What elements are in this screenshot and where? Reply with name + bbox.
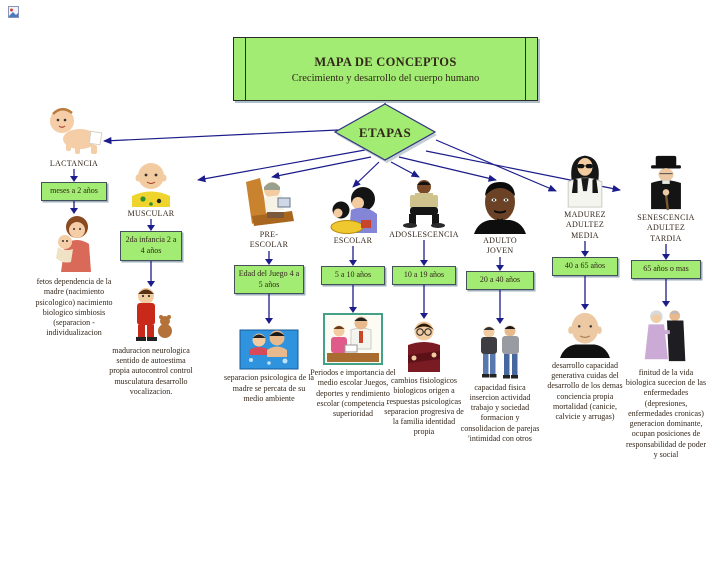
- family-swimming-image: [239, 329, 299, 370]
- woman-with-sunglasses-image: [567, 155, 603, 208]
- stage-label: MUSCULAR: [127, 209, 175, 218]
- age-range-box: 5 a 10 años: [321, 266, 385, 286]
- bald-man-portrait-image: [560, 312, 610, 358]
- teacher-helping-student-image: [323, 313, 383, 366]
- stage-column-pre-escolar: PRE-ESCOLAR Edad del Juego 4 a 5 años se…: [224, 176, 314, 404]
- stage-label: MADUREZ ADULTEZ MEDIA: [564, 210, 606, 240]
- arrow-down-icon: [147, 219, 155, 232]
- page-corner-mark-icon: [8, 6, 19, 18]
- stage-label: LACTANCIA: [49, 159, 99, 168]
- arrow-down-icon: [420, 240, 428, 267]
- teen-sitting-image: [403, 180, 445, 228]
- elderly-couple-image: [644, 310, 686, 362]
- stage-description: separacion psicologica de la madre se pe…: [224, 373, 314, 403]
- stage-column-adulto-joven: ADULTO JOVEN 20 a 40 años capacidad fisi…: [460, 178, 540, 444]
- baby-crawling-image: [50, 108, 103, 154]
- arrow-down-icon: [581, 241, 589, 258]
- stage-description: cambios fisiologicos biologicos origen a…: [384, 376, 464, 437]
- child-in-chair-image: [246, 178, 294, 226]
- mother-child-reading-image: [330, 187, 377, 234]
- title-box: MAPA DE CONCEPTOS Crecimiento y desarrol…: [233, 37, 538, 101]
- arrow-down-icon: [265, 250, 273, 265]
- banner-rule-left: [245, 38, 246, 100]
- stage-column-senescencia: SENESCENCIA ADULTEZ TARDIA 65 años o mas…: [624, 155, 708, 460]
- banner-rule-right: [525, 38, 526, 100]
- arrow-down-icon: [662, 278, 670, 307]
- stage-description: Periodos e importancia del medio escolar…: [310, 368, 396, 419]
- stage-description: finitud de la vida biologica sucecion de…: [625, 367, 707, 459]
- age-range-box: 65 años o mas: [631, 260, 701, 279]
- stage-description: fetos dependencia de la madre (nacimient…: [35, 277, 113, 338]
- stage-label: ADULTO JOVEN: [483, 236, 517, 256]
- stage-description: desarrollo capacidad generativa cuidas d…: [547, 360, 623, 422]
- stage-label: ESCOLAR: [333, 236, 373, 245]
- child-with-teddy-image: [136, 287, 172, 341]
- arrow-down-icon: [70, 169, 78, 183]
- map-subtitle: Crecimiento y desarrollo del cuerpo huma…: [291, 72, 480, 84]
- stage-column-lactancia: LACTANCIA meses a 2 años fetos dependenc…: [28, 103, 120, 339]
- map-title: MAPA DE CONCEPTOS: [314, 54, 457, 69]
- diamond-shape: [333, 103, 437, 163]
- stage-description: capacidad fisica insercion actividad tra…: [460, 382, 540, 443]
- age-range-box: Edad del Juego 4 a 5 años: [234, 264, 304, 295]
- central-node-etapas: ETAPAS: [331, 103, 439, 163]
- age-range-box: 20 a 40 años: [466, 270, 534, 290]
- stage-label: PRE-ESCOLAR: [249, 230, 289, 250]
- stage-description: maduracion neurologica sentido de autoes…: [109, 345, 193, 396]
- old-man-with-cane-image: [651, 155, 681, 211]
- age-range-box: meses a 2 años: [41, 182, 107, 202]
- stage-column-madurez: MADUREZ ADULTEZ MEDIA 40 a 65 años desar…: [546, 150, 624, 422]
- teen-with-glasses-image: [408, 321, 440, 373]
- stage-label: ADOSLESCENCIA: [389, 230, 459, 239]
- couple-standing-image: [481, 325, 519, 379]
- arrow-down-icon: [496, 289, 504, 324]
- age-range-box: 10 a 19 años: [392, 266, 456, 286]
- bald-toddler-image: [132, 163, 170, 207]
- stage-column-muscular: MUSCULAR 2da infancia 2 a 4 años madurac…: [108, 161, 194, 397]
- arrow-down-icon: [662, 244, 670, 261]
- mother-holding-baby-image: [56, 216, 91, 273]
- central-node-label: ETAPAS: [358, 125, 412, 140]
- age-range-box: 40 a 65 años: [552, 257, 618, 276]
- arrow-down-icon: [581, 275, 589, 310]
- young-man-portrait-image: [474, 182, 526, 234]
- arrow-down-icon: [349, 246, 357, 267]
- stage-column-escolar: ESCOLAR 5 a 10 años Periodos e importanc…: [310, 186, 396, 419]
- stage-column-adolescencia: ADOSLESCENCIA 10 a 19 años cambios fisio…: [384, 178, 464, 438]
- arrow-down-icon: [265, 294, 273, 325]
- arrow-down-icon: [70, 201, 78, 215]
- arrow-down-icon: [147, 260, 155, 287]
- arrow-down-icon: [420, 285, 428, 320]
- arrow-down-icon: [349, 285, 357, 314]
- age-range-box: 2da infancia 2 a 4 años: [120, 231, 182, 261]
- arrow-down-icon: [496, 256, 504, 271]
- stage-label: SENESCENCIA ADULTEZ TARDIA: [637, 213, 695, 243]
